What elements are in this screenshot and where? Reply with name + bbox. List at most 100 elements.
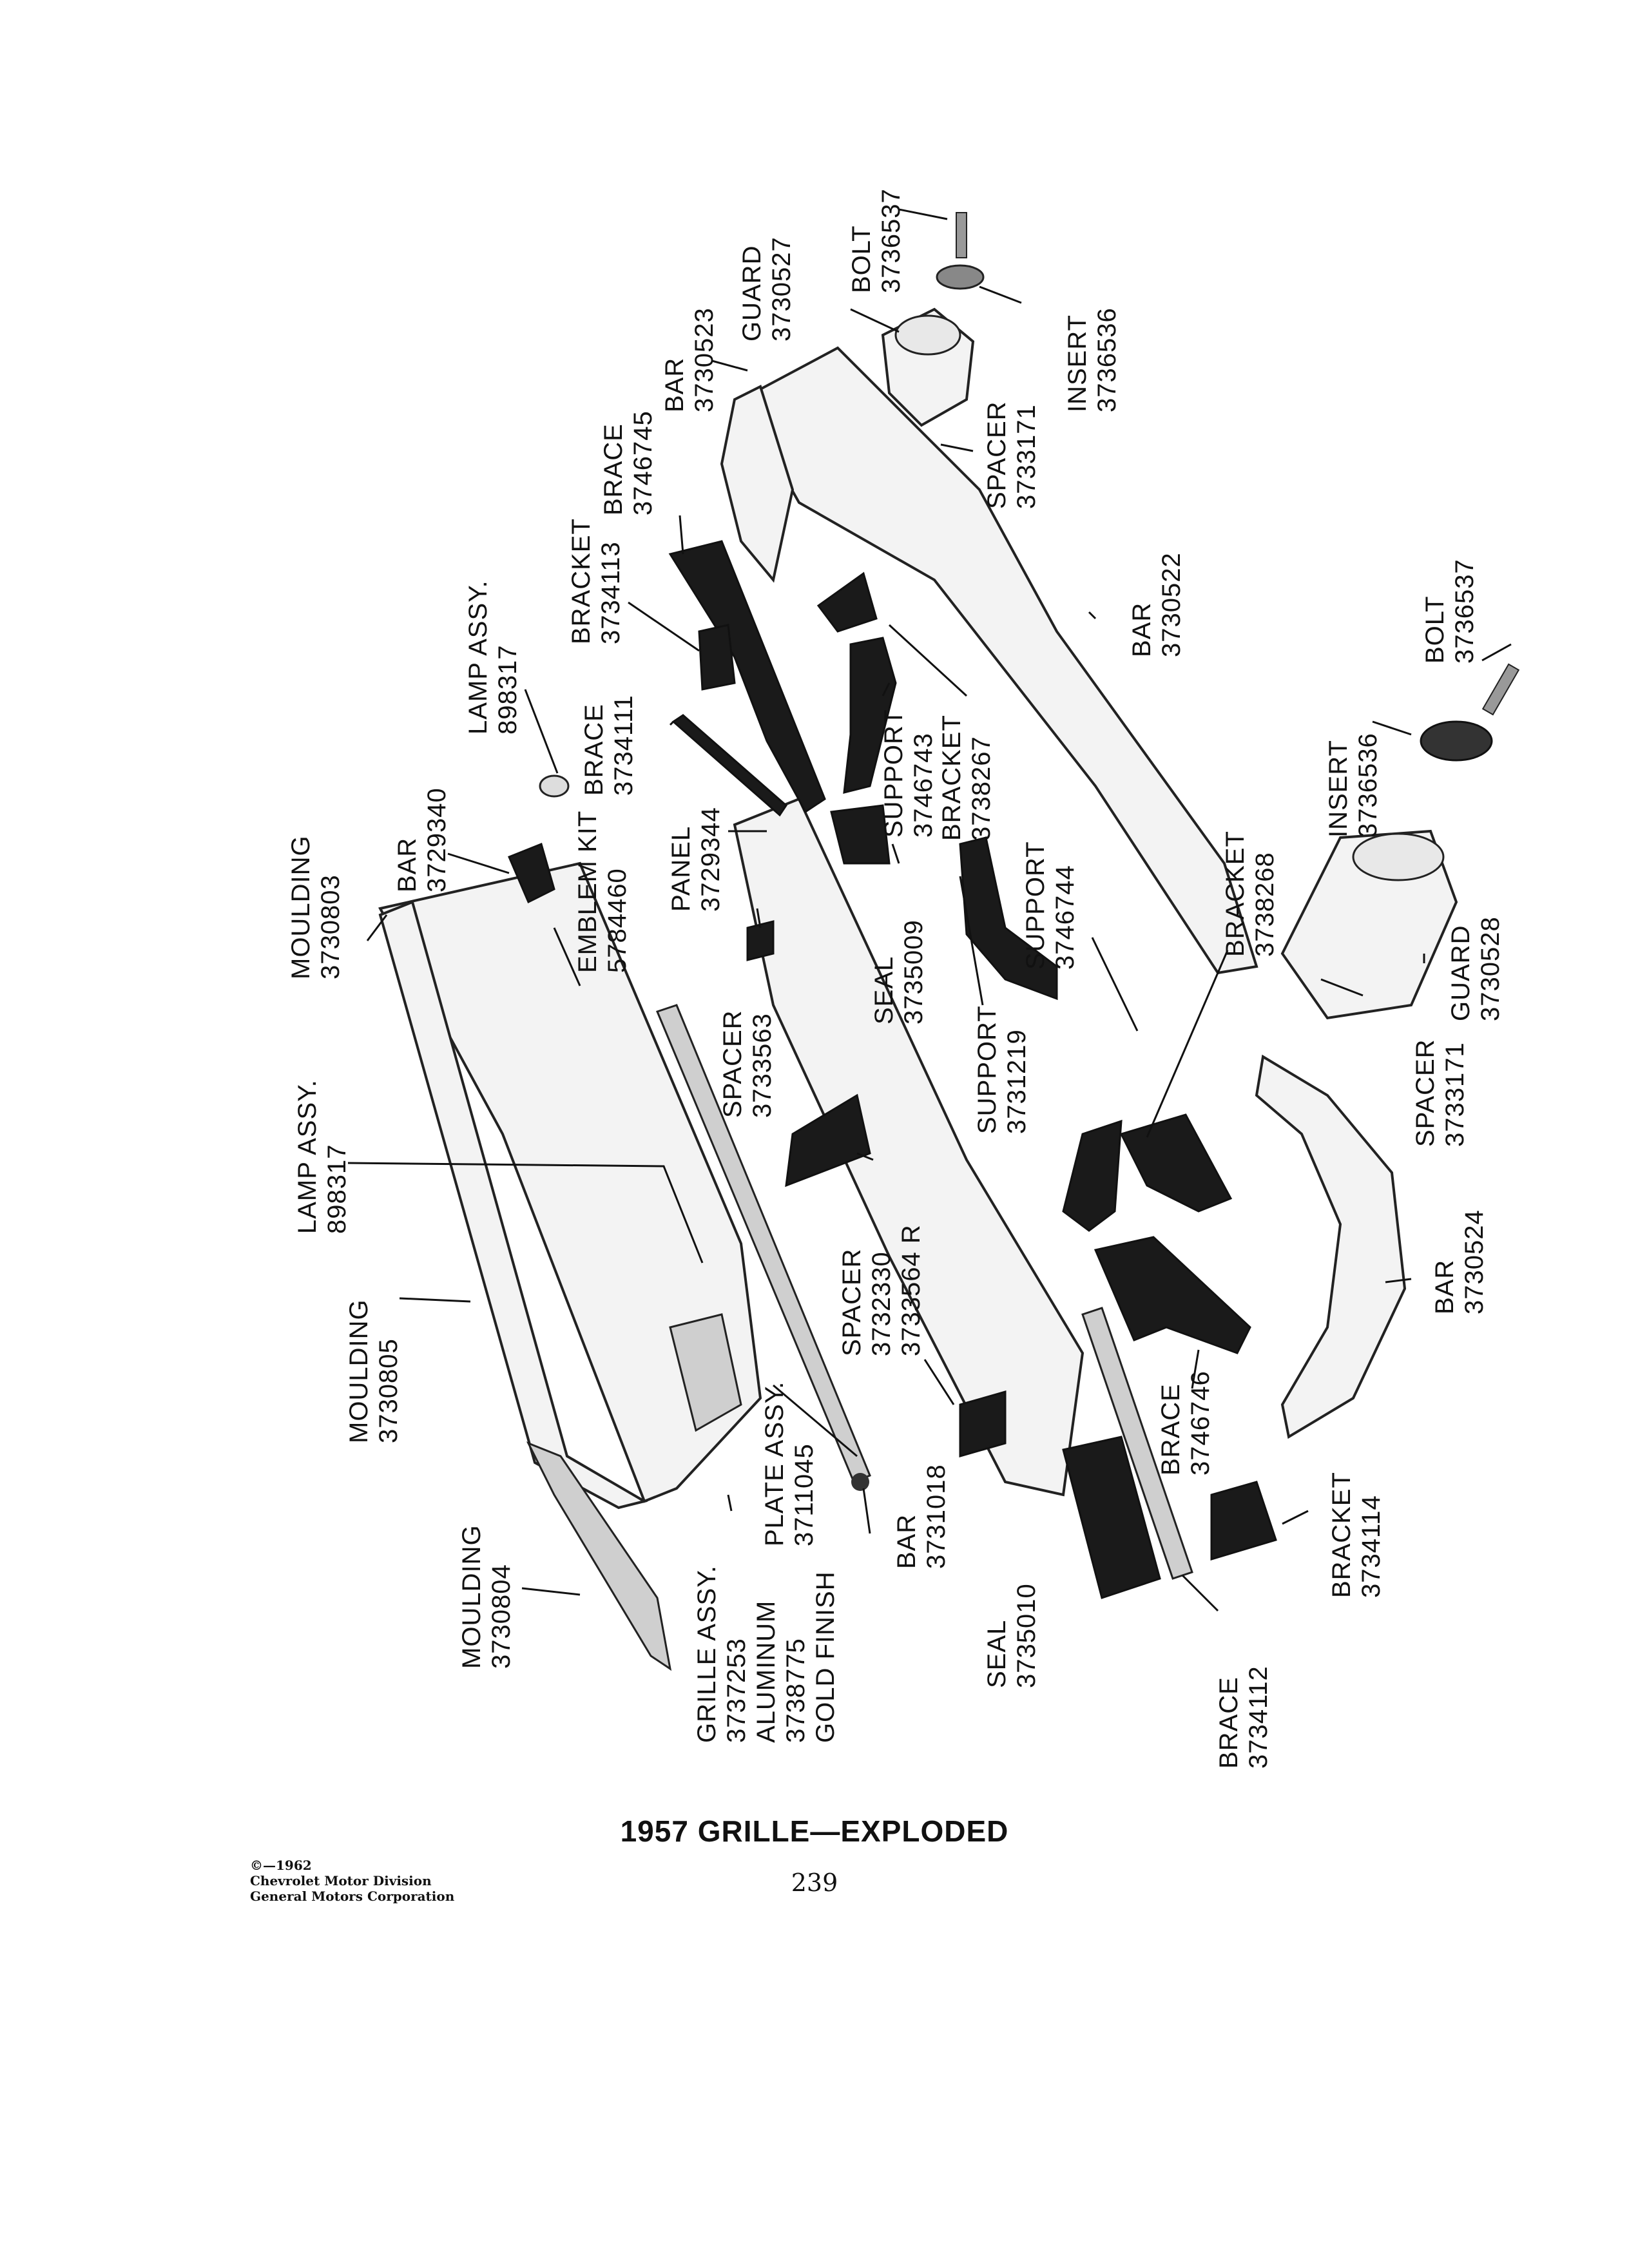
seal-3735010-part [1062, 1436, 1161, 1599]
part-number: 3711045 [790, 1443, 818, 1546]
part-number: 3730803 [316, 874, 345, 979]
part-number: 898317 [323, 1144, 351, 1234]
plate-assy-part [655, 1004, 871, 1483]
part-number: ALUMINUM [752, 1600, 780, 1743]
part-number: 3730524 [1460, 1209, 1489, 1314]
bar-3730523-part [720, 385, 795, 583]
part-name: BAR [660, 358, 689, 412]
part-number: 3733171 [1012, 404, 1041, 509]
support-3746744-part [959, 836, 1058, 1001]
brace-3734112-part [1081, 1307, 1193, 1580]
copyright-line: ©—1962 [250, 1858, 312, 1873]
part-name: BAR [892, 1514, 921, 1569]
part-number: 3738267 [967, 736, 996, 841]
part-number: 3731018 [922, 1464, 950, 1569]
moulding-3730804-part [526, 1441, 672, 1671]
bar-3731018-part [851, 1473, 869, 1491]
part-name: BOLT [1421, 595, 1449, 664]
bracket-3738268-part [1119, 1113, 1233, 1213]
panel-part [733, 797, 1084, 1497]
support-3746743-part [843, 637, 897, 794]
part-name: INSERT [1063, 314, 1092, 412]
part-number: 3729344 [697, 807, 725, 912]
part-number: 3736537 [1451, 559, 1479, 664]
support-3731219-part [1062, 1119, 1123, 1232]
part-label-lamp-left: LAMP ASSY.898317 [293, 1079, 351, 1234]
part-label-plate-assy: PLATE ASSY.3711045 [760, 1381, 818, 1546]
part-name: PLATE ASSY. [760, 1381, 789, 1546]
part-name: GUARD [738, 245, 766, 341]
insert-top-part [936, 264, 985, 290]
part-name: BRACE [580, 704, 608, 796]
part-number: 3746744 [1051, 865, 1079, 970]
part-name: MOULDING [345, 1299, 373, 1443]
spacer-3733563-part [746, 920, 775, 961]
copyright-line: General Motors Corporation [250, 1888, 455, 1904]
part-name: SPACER [838, 1248, 866, 1356]
part-number: 3733171 [1441, 1042, 1469, 1147]
part-number: 3738268 [1251, 852, 1279, 957]
bar-3730524-part [1255, 1054, 1407, 1439]
grille-assembly-part [378, 861, 762, 1503]
bar-3730522-part [739, 346, 1258, 975]
part-name: SEAL [870, 956, 898, 1024]
spacer-lower-part [959, 1390, 1007, 1457]
part-number: 3730527 [767, 236, 796, 341]
part-number: 3734113 [597, 541, 625, 644]
lamp-top-part [539, 774, 570, 798]
part-name: EMBLEM KIT [574, 811, 602, 973]
callout-lines [347, 208, 1512, 1612]
parts-drawing [378, 212, 1520, 1671]
part-name: BRACE [1215, 1677, 1243, 1769]
part-number: 3746745 [629, 410, 657, 515]
part-name: BAR [1128, 602, 1156, 657]
part-number: 3730804 [487, 1564, 516, 1669]
bracket-3734114-part [1210, 1481, 1277, 1561]
guard-top-opening [894, 314, 961, 356]
part-name: SPACER [983, 401, 1011, 509]
part-name: BRACE [599, 423, 628, 515]
part-name: SPACER [718, 1010, 747, 1118]
brace-3746745-part [668, 540, 826, 814]
part-number: 3736536 [1354, 733, 1382, 838]
part-number: 3730805 [374, 1338, 403, 1443]
part-number: 3746743 [909, 733, 938, 838]
part-number: 3736537 [877, 188, 905, 293]
copyright-notice: ©—1962 Chevrolet Motor Division General … [250, 1858, 454, 1904]
part-number: 3734112 [1244, 1666, 1273, 1769]
part-name: PANEL [667, 826, 695, 912]
part-number: 3730522 [1157, 552, 1186, 657]
part-name: INSERT [1324, 740, 1353, 838]
part-name: BAR [1431, 1260, 1459, 1314]
part-number: 5784460 [603, 868, 631, 973]
spacer-3732330-part [785, 1093, 871, 1187]
part-name: GUARD [1447, 925, 1475, 1021]
part-name: MOULDING [458, 1524, 486, 1669]
part-name: MOULDING [287, 835, 315, 979]
part-name: BRACKET [1327, 1472, 1356, 1598]
insert-right-part [1420, 720, 1493, 762]
part-number: 3746746 [1186, 1370, 1215, 1475]
part-name: SEAL [983, 1620, 1011, 1688]
